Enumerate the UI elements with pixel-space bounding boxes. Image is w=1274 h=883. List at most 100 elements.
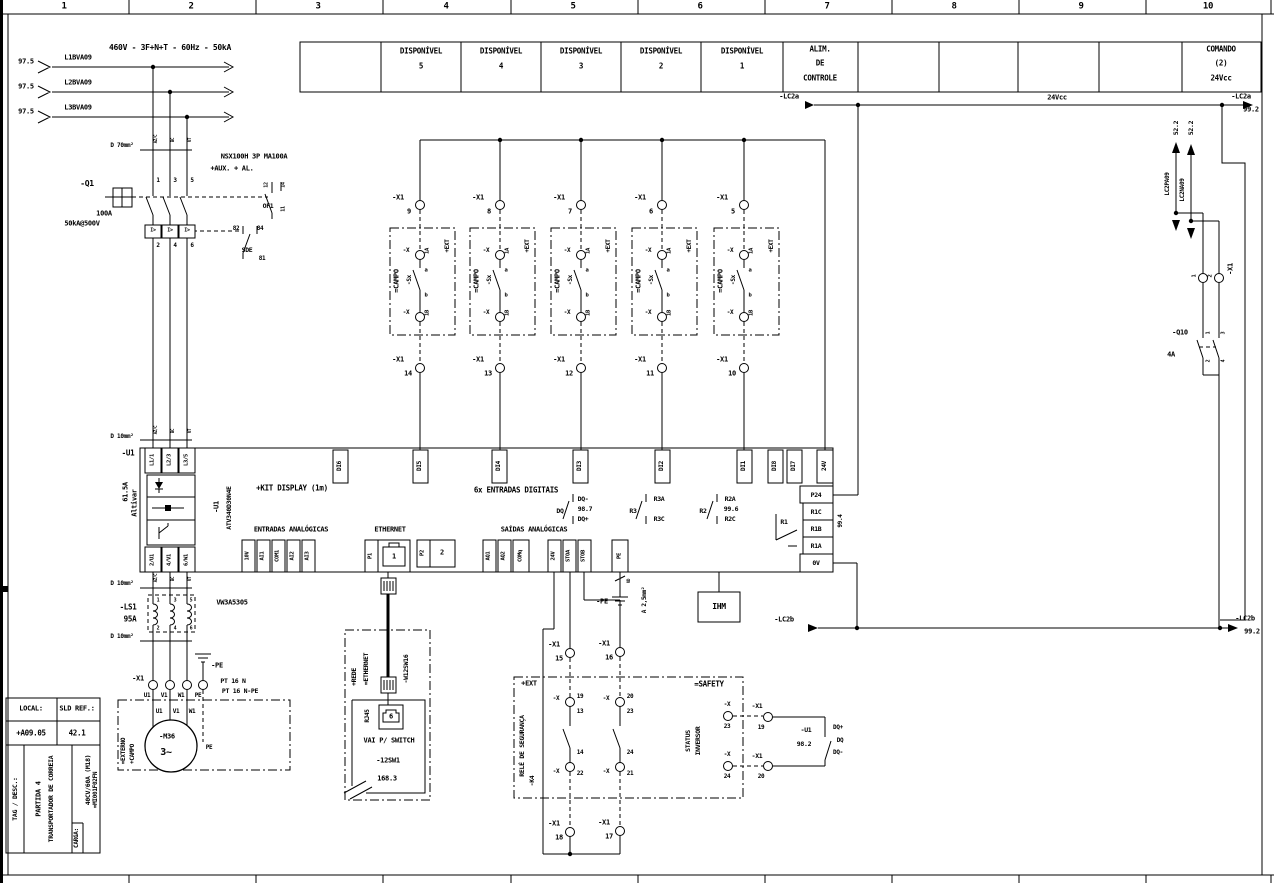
- cable-spec: PT 16 N-PE: [221, 686, 259, 695]
- junction-dot: [659, 137, 665, 143]
- x-pin: 23: [723, 723, 731, 730]
- x1-pin: 19: [757, 724, 765, 731]
- junction-dot: [184, 114, 190, 120]
- tb-carga-label: CARGA:: [73, 828, 80, 848]
- ai-terminal: COM1: [274, 549, 281, 563]
- terminal-circle: [615, 697, 625, 707]
- relay-terminal: R1C: [810, 507, 822, 516]
- x1-pin: W1: [177, 692, 185, 699]
- aux-contact: SDE: [241, 245, 253, 254]
- ruler-col-9: 9: [1078, 1, 1084, 12]
- wire-name: LC2PA09: [1164, 172, 1171, 196]
- ai-terminal: AI3: [304, 551, 311, 561]
- drive-terminal: 2/U1: [149, 553, 156, 567]
- x1-pin: 15: [555, 654, 563, 663]
- wire-gauge: D 70mm²: [110, 142, 134, 149]
- x-label: -X: [563, 247, 571, 254]
- choke-tag: -LS1: [119, 602, 137, 612]
- header-alim-1: ALIM.: [809, 44, 831, 54]
- status-label: INVERSOR: [693, 726, 702, 756]
- pe-terminal: PE: [616, 552, 623, 560]
- switch-dest: VAI P/ SWITCH: [363, 736, 415, 745]
- choke-pin: 5: [189, 597, 193, 604]
- x1-label: -X1: [548, 819, 560, 828]
- ruler-col-4: 4: [443, 1, 449, 12]
- x1-label: -X1: [634, 193, 646, 202]
- diode-symbol: [155, 482, 163, 489]
- choke-rating: 95A: [123, 614, 137, 624]
- trip-symbol: I>: [167, 227, 173, 234]
- di-terminal: DI8: [771, 461, 778, 471]
- tb-carga-value: 40CV/60A (M18): [83, 754, 92, 806]
- tb-local-label: LOCAL:: [19, 704, 43, 713]
- dc-link-symbol: [165, 505, 171, 511]
- ext-area: +EXT: [686, 239, 693, 253]
- terminal-circle: [198, 680, 208, 690]
- relay-tag: R2: [699, 506, 707, 515]
- relay-pin: R2C: [724, 514, 736, 523]
- terminal-circle: [576, 363, 586, 373]
- di-terminal: DI4: [495, 461, 502, 471]
- drive-terminal: L3/5: [183, 453, 190, 467]
- wire-name: L2BVA09: [64, 78, 92, 87]
- x-label: -X: [602, 695, 610, 702]
- terminal-circle: [615, 826, 625, 836]
- terminal-circle: [723, 761, 733, 771]
- relay-pin: DQ-: [833, 749, 843, 756]
- switch-tag: -Sx: [648, 275, 655, 285]
- ai-terminal: AI2: [289, 551, 296, 561]
- x1-pin: 20: [757, 773, 765, 780]
- junction-dot: [741, 137, 747, 143]
- wires-dashed: [132, 196, 1216, 827]
- terminal-circle: [415, 363, 425, 373]
- section-analog-inputs: ENTRADAS ANALÓGICAS: [253, 525, 329, 534]
- drive-model: ATV340D30N4E: [224, 486, 233, 530]
- ai-terminal: AI1: [259, 551, 266, 561]
- x-pin: 20: [626, 693, 634, 700]
- x-pin: 1A: [504, 247, 511, 255]
- terminal-circle: [657, 200, 667, 210]
- net-arrows: [805, 101, 1253, 632]
- x-pin: 1A: [666, 247, 673, 255]
- x1-pin: U1: [143, 692, 151, 699]
- aux-pin: 11: [280, 206, 287, 212]
- terminal-circle: [165, 680, 175, 690]
- xref: 52.2: [1171, 120, 1180, 136]
- junction-dot: [1217, 625, 1223, 631]
- x1-pin: 2: [1207, 274, 1214, 278]
- terminal-circle: [723, 711, 733, 721]
- x-label: -X: [723, 701, 731, 708]
- rede-area: +REDE: [349, 667, 358, 687]
- campo-area: =CAMPO: [553, 269, 562, 293]
- out-terminal: STOA: [565, 549, 572, 563]
- contact-pin: b: [748, 292, 752, 299]
- page-edge-bar: [0, 0, 3, 883]
- breaker-tag: -Q1: [80, 179, 94, 188]
- section-analog-outputs: SAÍDAS ANALÓGICAS: [500, 525, 568, 534]
- switch-tag: -12SW1: [376, 756, 400, 765]
- header-disponivel-4-num: 4: [498, 61, 504, 71]
- choke-pin: 2: [156, 625, 160, 632]
- pe-label: -PE: [596, 597, 608, 606]
- header-disponivel-4: DISPONÍVEL: [479, 46, 523, 56]
- section-digital-inputs: 6x ENTRADAS DIGITAIS: [473, 485, 559, 495]
- terminal-circle: [739, 312, 749, 322]
- x-pin: 1B: [504, 309, 511, 317]
- di-terminal: DI1: [740, 461, 747, 471]
- breaker-rating: 4A: [1167, 350, 1175, 359]
- motor-tag: -M36: [159, 732, 175, 741]
- campo-area: +CAMPO: [129, 744, 136, 764]
- motor-circle: [144, 719, 198, 773]
- tb-tag-value-1: PARTIDA 4: [34, 781, 43, 817]
- x-pin: 21: [626, 770, 634, 777]
- contact-pin: 24: [626, 749, 634, 756]
- wire-ref: 97.5: [18, 82, 34, 91]
- x-pin: 19: [576, 693, 584, 700]
- x1-pin: 7: [568, 207, 572, 216]
- drive-ref: -U1: [800, 725, 812, 734]
- safety-relay-tag: -K4: [527, 775, 536, 787]
- x-pin: 1A: [424, 247, 431, 255]
- tb-tag-value-2: TRANSPORTADOR DE CORREIA: [46, 755, 55, 843]
- x-pin: 24: [723, 773, 731, 780]
